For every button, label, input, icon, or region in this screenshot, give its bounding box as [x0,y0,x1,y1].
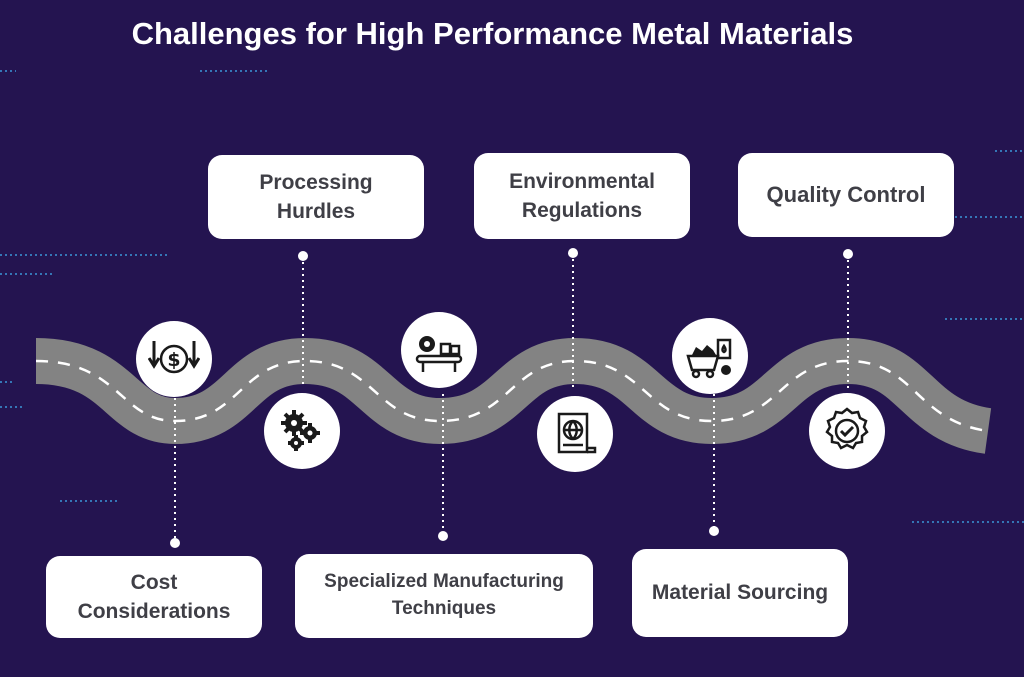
card-cost-label: Cost Considerations [77,570,231,623]
card-sourcing-label: Material Sourcing [651,581,829,605]
road-center-line [35,359,989,433]
card-environmental: Environmental Regulations [474,153,690,239]
globe-document-icon [537,396,613,472]
gears-icon [264,393,340,469]
card-quality: Quality Control [738,153,954,237]
card-environmental-label: Environmental Regulations [509,169,655,222]
card-quality-label: Quality Control [766,181,926,207]
quality-badge-icon [809,393,885,469]
conveyor-machine-icon [401,312,477,388]
svg-text:$: $ [167,349,180,371]
mining-cart-icon [672,318,748,394]
connectors [174,253,849,543]
card-cost: Cost Considerations [46,556,262,638]
card-manufacturing: Specialized Manufacturing Techniques [295,554,593,638]
card-processing: Processing Hurdles [208,155,424,239]
card-manufacturing-label: Specialized Manufacturing Techniques [324,571,564,619]
card-sourcing: Material Sourcing [632,549,848,637]
connector-dots [170,248,853,548]
dollar-cost-icon: $ [136,321,212,397]
card-processing-label: Processing Hurdles [259,170,373,223]
page-title: Challenges for High Performance Metal Ma… [131,16,854,51]
